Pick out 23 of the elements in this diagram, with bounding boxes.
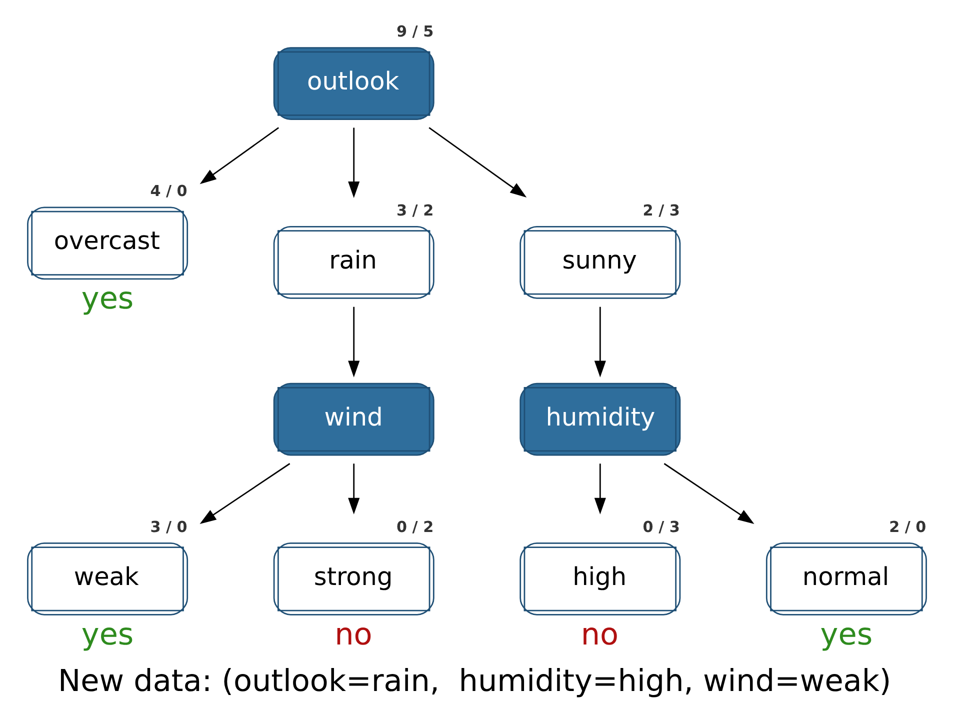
node-label: yes [81, 281, 134, 316]
node-label: 0 / 2 [396, 517, 434, 536]
arrow [348, 463, 360, 514]
arrow [200, 126, 280, 184]
node-label: 2 / 3 [642, 200, 680, 219]
node-label: 9 / 5 [396, 22, 434, 40]
node-label: no [580, 616, 619, 652]
node-label: 0 / 3 [642, 517, 680, 536]
arrow [428, 126, 527, 197]
node-label: yes [81, 616, 134, 652]
node-label: no [334, 616, 372, 652]
caption: New data: (outlook=rain, humidity=high, wind=weak) [58, 664, 892, 699]
node-label: yes [820, 616, 873, 652]
arrow [348, 127, 360, 198]
arrow [348, 306, 360, 377]
arrow [594, 463, 606, 514]
arrow [594, 306, 606, 377]
node-label: 2 / 0 [889, 517, 926, 536]
node-label: 3 / 2 [396, 200, 434, 219]
node-label: 3 / 0 [150, 517, 188, 536]
arrow [200, 462, 290, 524]
arrow [664, 462, 754, 524]
node-label: 4 / 0 [150, 182, 188, 200]
